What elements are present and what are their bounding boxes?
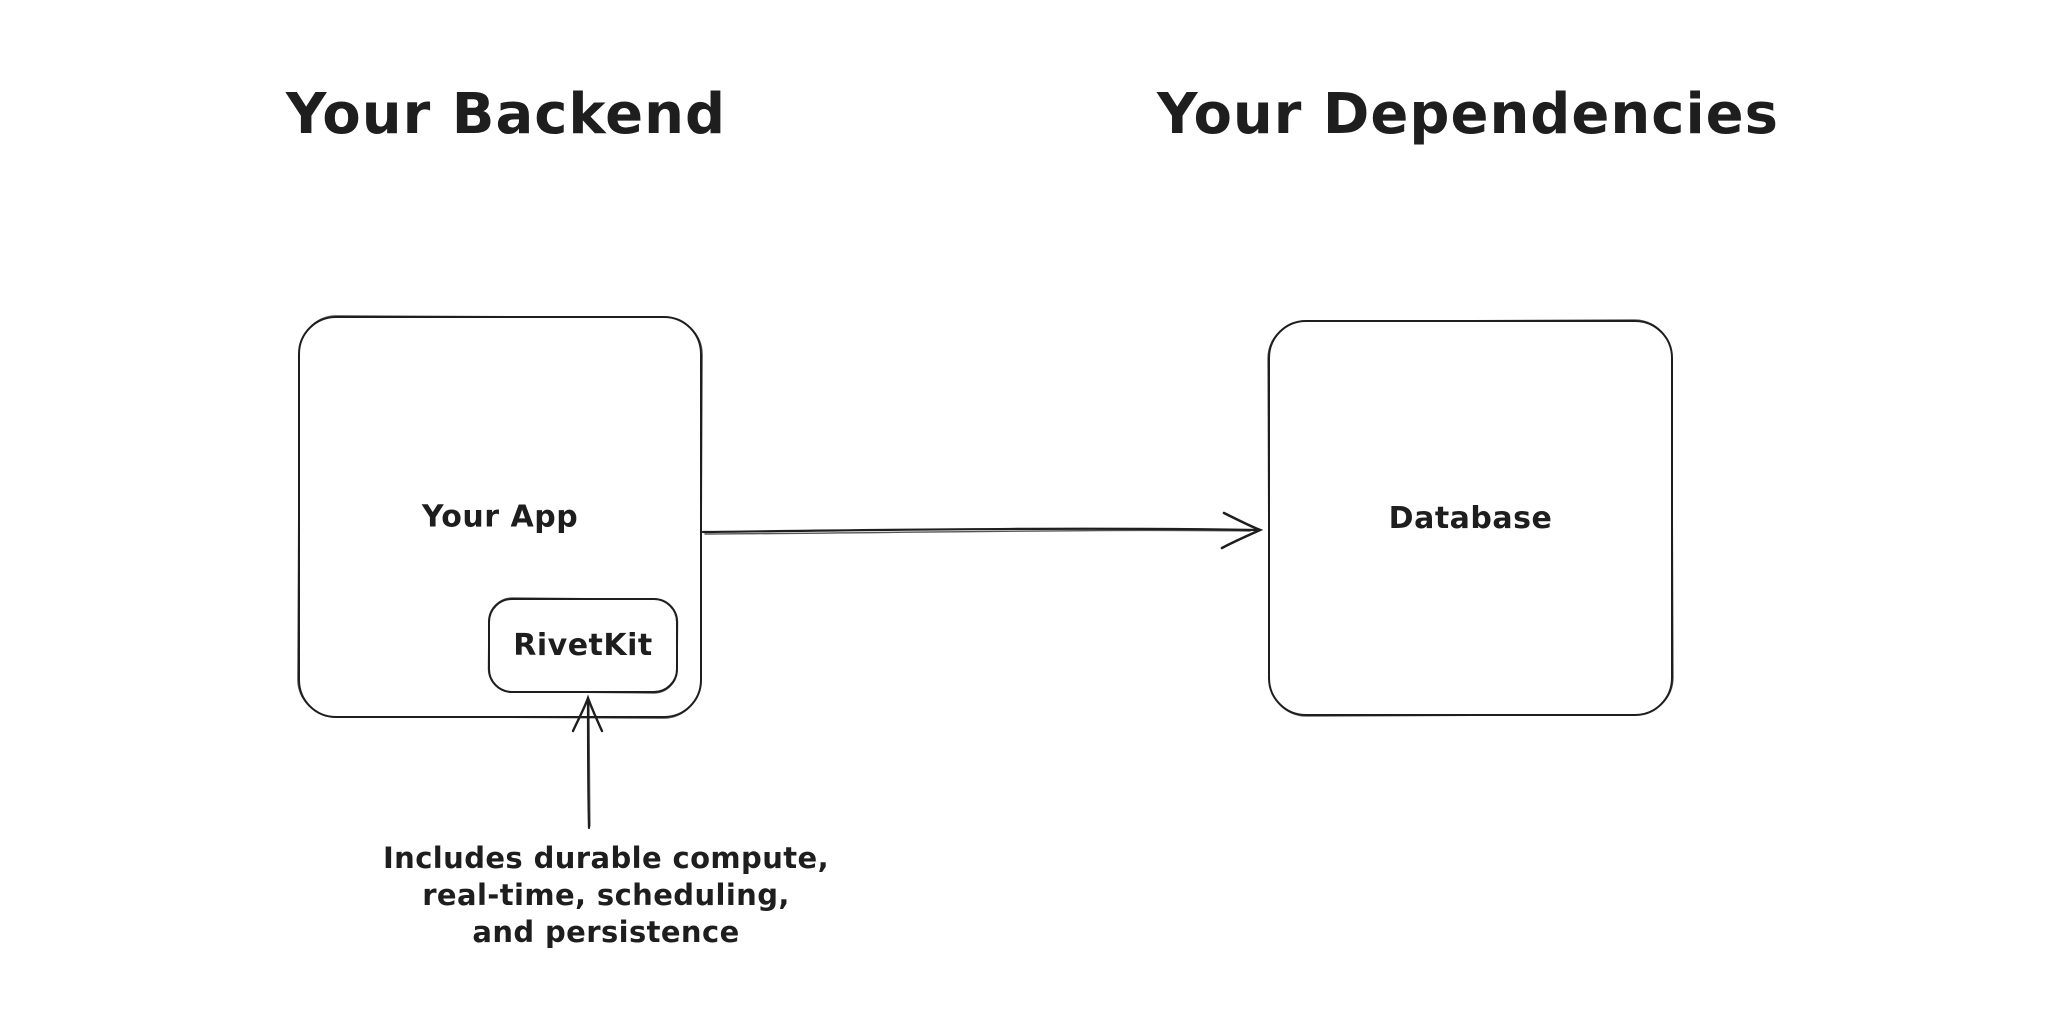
database-node: Database — [1268, 320, 1673, 716]
rivetkit-annotation: Includes durable compute, real-time, sch… — [383, 840, 829, 951]
your-app-label: Your App — [421, 499, 579, 535]
app-to-database-arrow — [701, 511, 1264, 550]
rivetkit-label: RivetKit — [513, 628, 653, 663]
your-app-node: Your App — [298, 316, 702, 718]
annotation-line-2: real-time, scheduling, — [422, 878, 790, 912]
dependencies-section-title: Your Dependencies — [1157, 82, 1779, 147]
annotation-line-3: and persistence — [472, 915, 740, 949]
annotation-line-1: Includes durable compute, — [382, 841, 830, 875]
database-label: Database — [1388, 500, 1553, 536]
backend-section-title: Your Backend — [285, 82, 727, 147]
rivetkit-node: RivetKit — [488, 598, 678, 693]
